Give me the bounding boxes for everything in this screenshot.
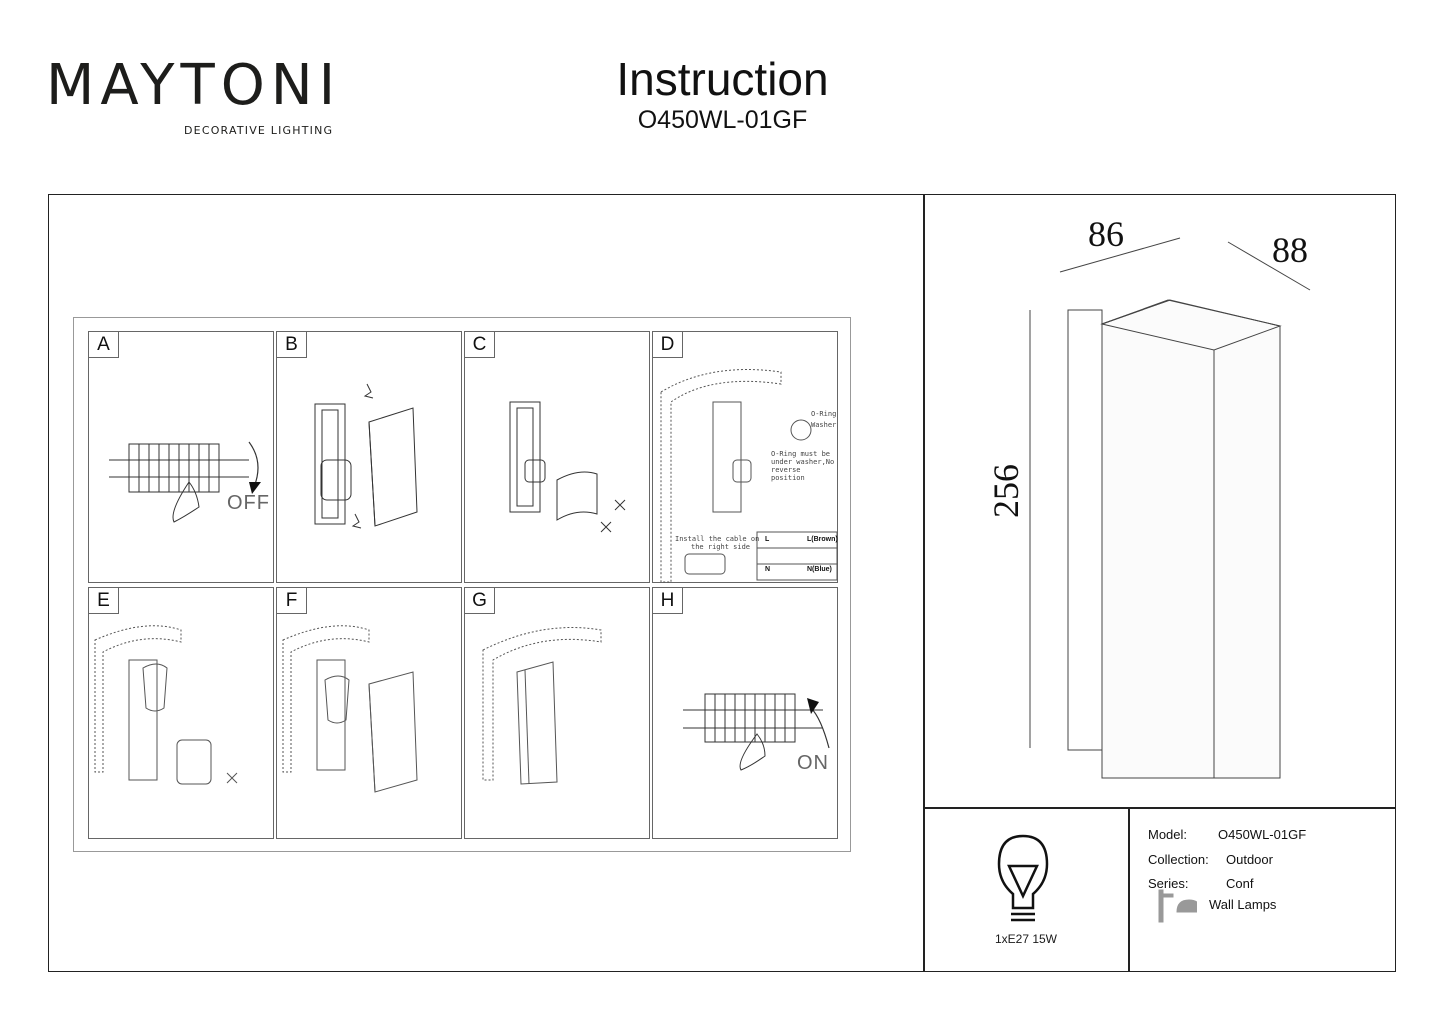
- step-letter: H: [653, 588, 683, 614]
- assemble-illustration: [282, 625, 418, 793]
- lamp-type-value: Wall Lamps: [1209, 897, 1277, 912]
- frame-divider-horizontal: [923, 807, 1396, 809]
- note-line-2: under washer,No: [771, 458, 835, 466]
- live-wire-label: L(Brown): [807, 536, 838, 543]
- page-title: Instruction: [616, 53, 829, 105]
- note-line-1: O-Ring must be: [771, 450, 831, 458]
- step-a: A OFF: [88, 331, 274, 583]
- model-value: O450WL-01GF: [1218, 827, 1307, 842]
- model-label: Model:: [1148, 827, 1188, 842]
- step-letter: D: [653, 332, 683, 358]
- series-label: Series:: [1148, 876, 1189, 891]
- breaker-on-illustration: [683, 693, 830, 771]
- series-value: Conf: [1226, 876, 1254, 891]
- mount-bracket-illustration: [509, 401, 626, 533]
- step-b: B: [276, 331, 462, 583]
- dimension-drawing: [1029, 237, 1311, 779]
- step-e: E: [88, 587, 274, 839]
- instruction-frame: [48, 194, 1396, 972]
- step-g: G: [464, 587, 650, 839]
- installed-illustration: [482, 627, 602, 785]
- note-line-3: reverse position: [771, 466, 805, 482]
- width-dimension: 86: [1088, 214, 1124, 254]
- live-terminal-label: L: [765, 536, 770, 543]
- steps-grid: [73, 317, 851, 852]
- collection-label: Collection:: [1148, 852, 1209, 867]
- neutral-wire-label: N(Blue): [807, 566, 832, 573]
- washer-label: Washer: [811, 421, 837, 429]
- insert-bulb-illustration: [94, 625, 238, 785]
- step-h: H ON: [652, 587, 838, 839]
- disassemble-illustration: [314, 383, 418, 529]
- spec-divider: [1128, 807, 1130, 972]
- wall-lamp-icon: [1158, 889, 1197, 923]
- step-letter: C: [465, 332, 495, 358]
- step-letter: F: [277, 588, 307, 614]
- depth-dimension: 88: [1272, 230, 1308, 270]
- o-ring-label: O-Ring: [811, 410, 837, 418]
- cable-note-line-2: the right side: [691, 543, 751, 551]
- brand-tagline: DECORATIVE LIGHTING: [184, 124, 334, 137]
- switch-on-label: ON: [797, 752, 829, 774]
- brand-logo: MAYTONI: [46, 58, 346, 148]
- height-dimension: 256: [986, 464, 1026, 518]
- cable-note-line-1: Install the cable on: [675, 535, 760, 543]
- bulb-icon: [997, 834, 1049, 922]
- collection-value: Outdoor: [1226, 852, 1273, 867]
- model-code: O450WL-01GF: [637, 106, 808, 134]
- step-f: F: [276, 587, 462, 839]
- step-d: D O-Ring Washer O-Ring must be under was…: [652, 331, 838, 583]
- neutral-terminal-label: N: [765, 566, 771, 573]
- step-letter: A: [89, 332, 119, 358]
- frame-divider-vertical: [923, 194, 925, 972]
- step-letter: G: [465, 588, 495, 614]
- step-c: C: [464, 331, 650, 583]
- bulb-spec: 1xE27 15W: [994, 932, 1058, 946]
- brand-name: MAYTONI: [46, 53, 342, 118]
- step-letter: E: [89, 588, 119, 614]
- wiring-illustration: [660, 369, 838, 583]
- switch-off-label: OFF: [227, 492, 270, 514]
- breaker-off-illustration: [109, 441, 261, 523]
- step-letter: B: [277, 332, 307, 358]
